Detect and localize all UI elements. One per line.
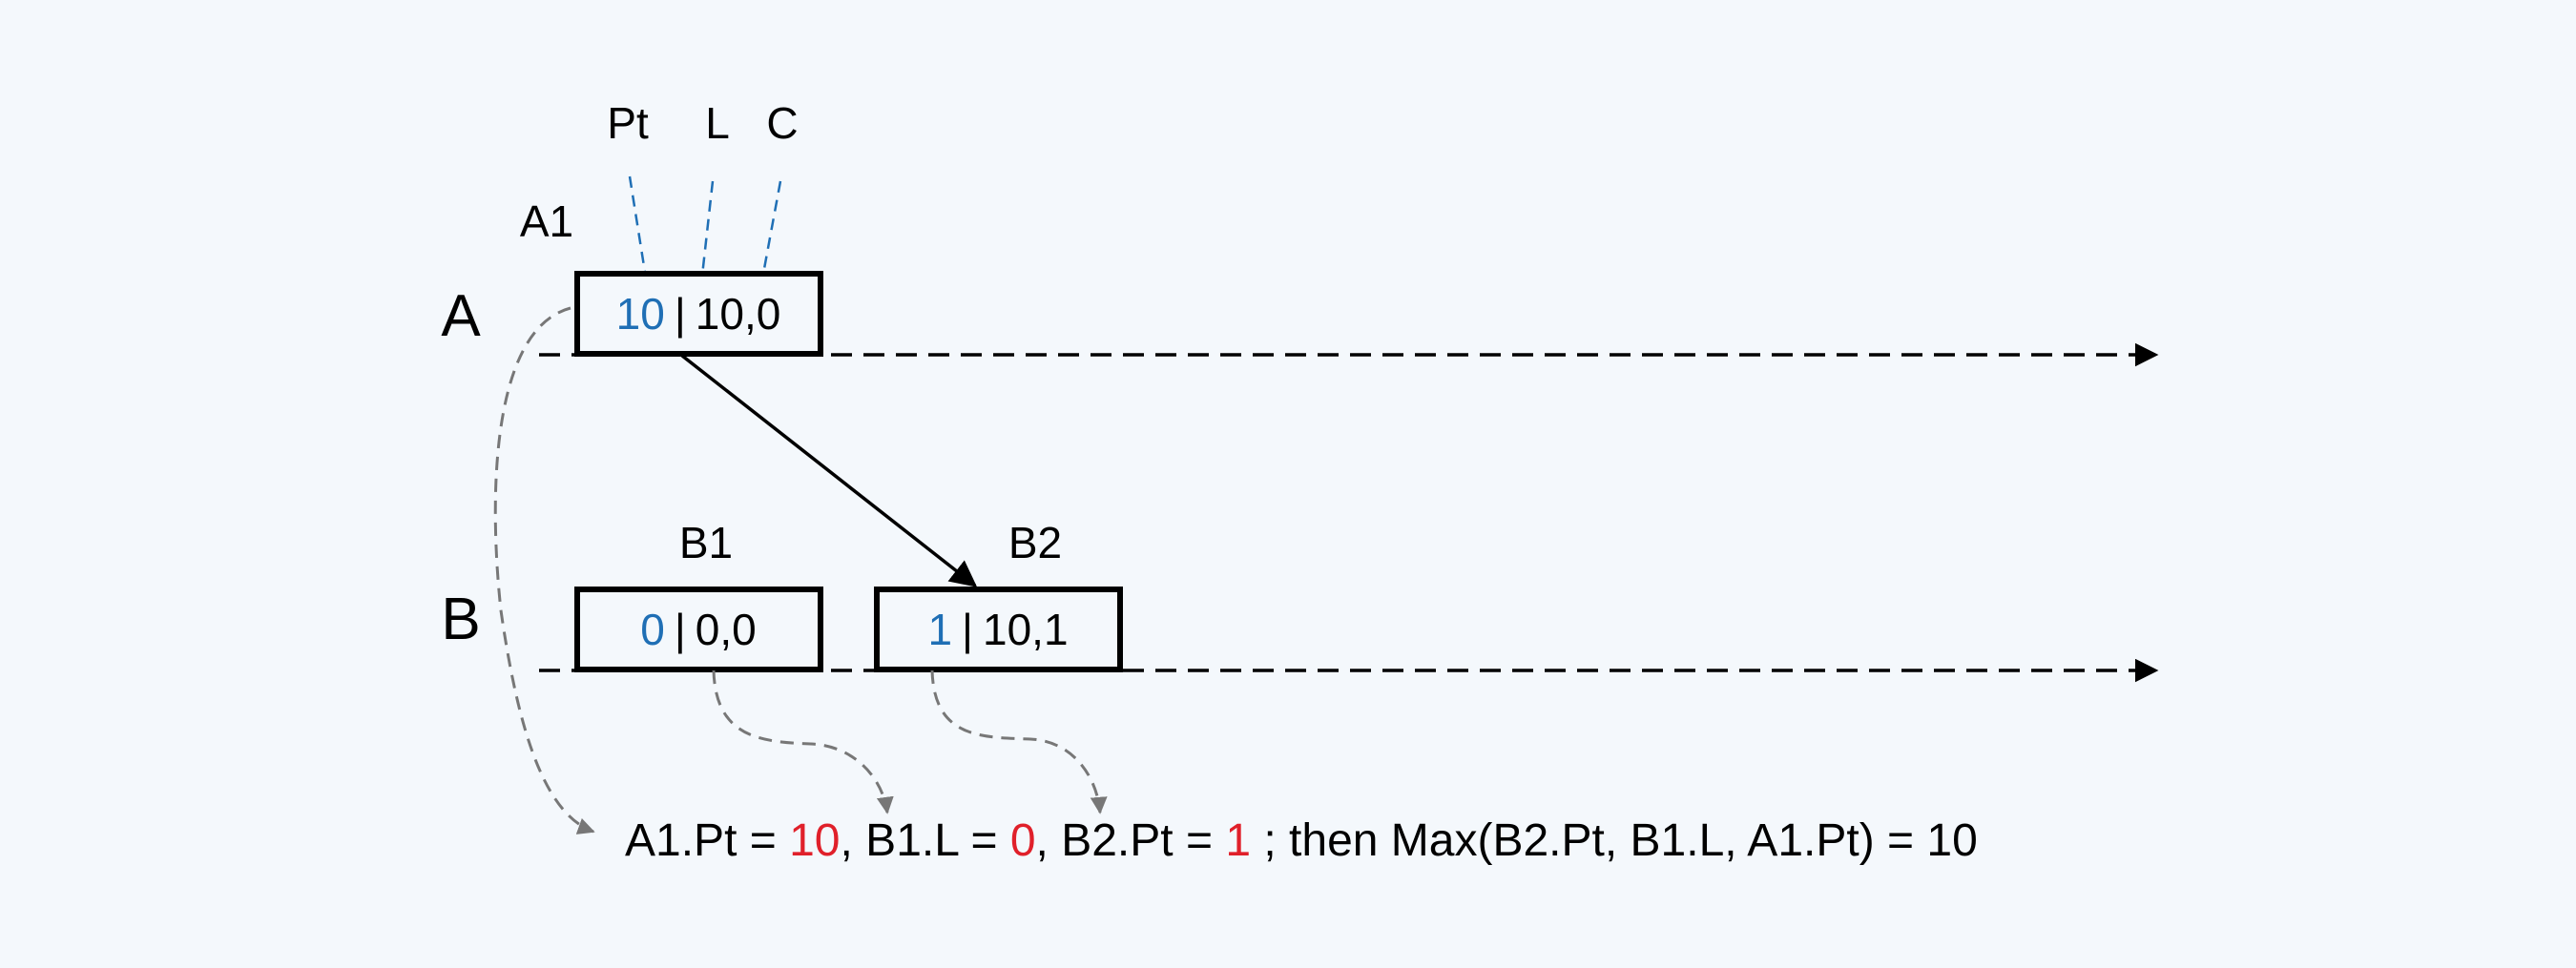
field-label-l: L bbox=[705, 98, 730, 148]
curve-a1-to-formula bbox=[493, 306, 595, 834]
formula-value-a1-pt: 10 bbox=[789, 815, 840, 866]
event-label-a1: A1 bbox=[520, 196, 573, 246]
event-b2-clock: 1|10,1 bbox=[927, 605, 1068, 654]
event-label-b1: B1 bbox=[679, 518, 733, 567]
event-b2-lc: 10,1 bbox=[983, 605, 1069, 654]
field-label-pt: Pt bbox=[607, 98, 649, 148]
event-b1-clock: 0|0,0 bbox=[640, 605, 757, 654]
formula-text: A1.Pt = 10, B1.L = 0, B2.Pt = 1 ; then M… bbox=[625, 815, 1978, 866]
event-b1-pt: 0 bbox=[640, 605, 665, 654]
formula-value-b2-pt: 1 bbox=[1225, 815, 1251, 866]
message-arrow-a1-b2 bbox=[680, 354, 978, 587]
event-box-a1[interactable] bbox=[574, 271, 823, 357]
field-label-c: C bbox=[766, 98, 798, 148]
leader-l bbox=[699, 180, 715, 285]
formula-value-b1-l: 0 bbox=[1010, 815, 1036, 866]
curve-b1-to-formula bbox=[712, 669, 894, 814]
process-label-a: A bbox=[441, 283, 481, 349]
event-label-b2: B2 bbox=[1008, 518, 1062, 567]
event-a1-pt: 10 bbox=[616, 289, 665, 339]
event-a1-clock: 10|10,0 bbox=[616, 289, 781, 339]
leader-pt bbox=[628, 175, 649, 285]
event-a1-lc: 10,0 bbox=[696, 289, 781, 339]
event-box-b1[interactable] bbox=[574, 587, 823, 672]
event-b1-lc: 0,0 bbox=[696, 605, 757, 654]
event-b2-pt: 1 bbox=[927, 605, 952, 654]
curve-b2-to-formula bbox=[930, 669, 1108, 814]
process-label-b: B bbox=[441, 587, 480, 652]
leader-c bbox=[759, 180, 782, 285]
event-box-b2[interactable] bbox=[874, 587, 1123, 672]
